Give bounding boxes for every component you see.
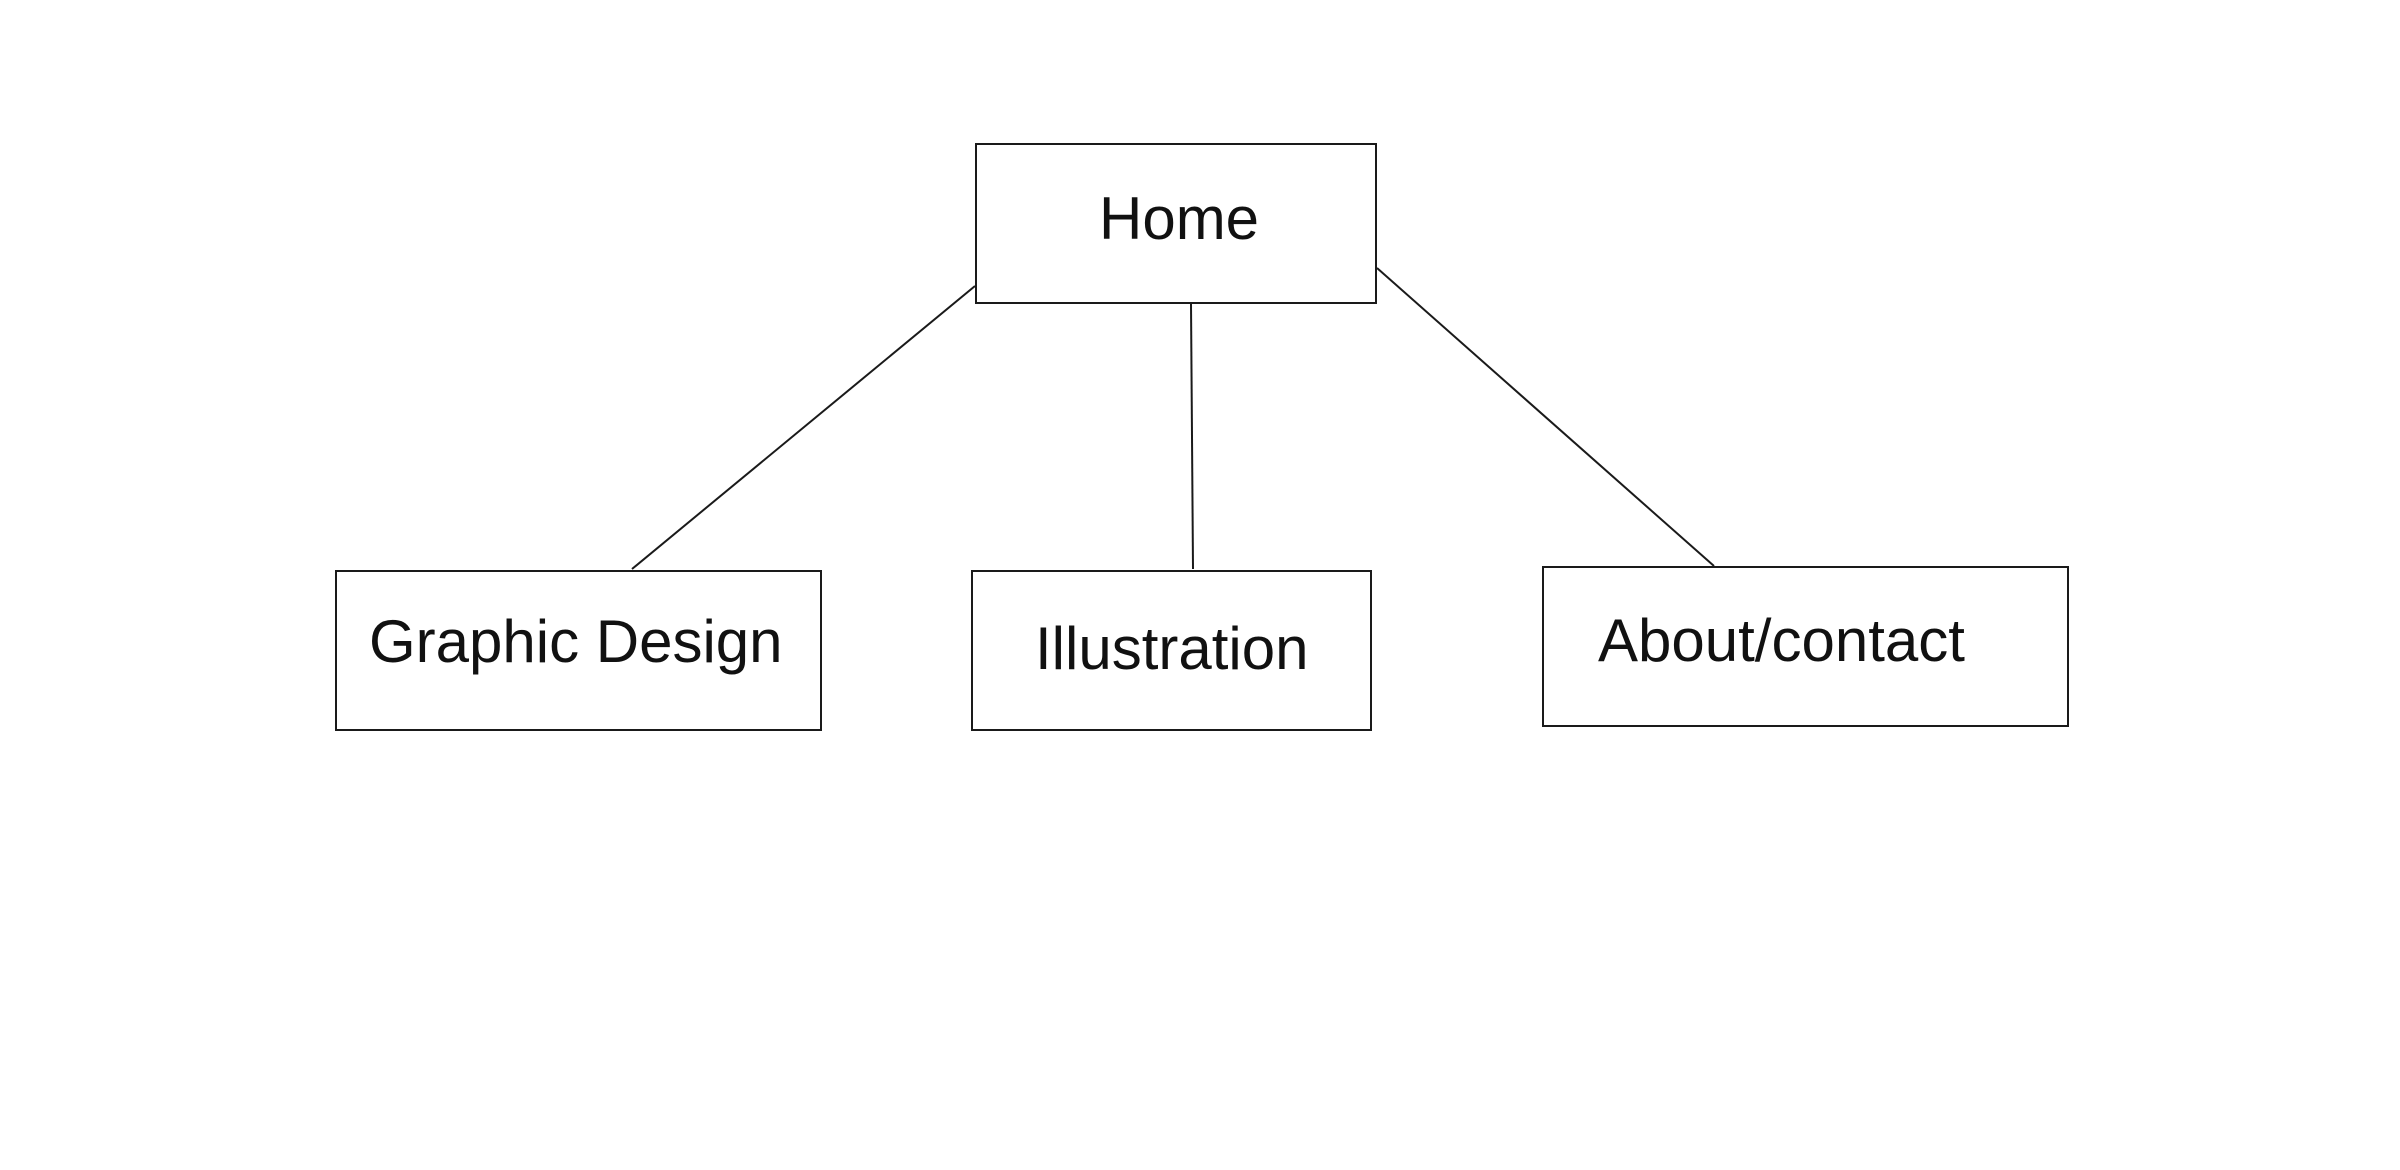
node-about-contact-label: About/contact bbox=[1598, 607, 1965, 674]
node-about-contact: About/contact bbox=[1542, 566, 2069, 727]
connector-home-graphic-design bbox=[631, 285, 976, 570]
connector-home-illustration bbox=[1190, 303, 1194, 570]
node-home: Home bbox=[975, 143, 1377, 304]
node-home-label: Home bbox=[1099, 185, 1260, 252]
connector-home-about-contact bbox=[1376, 267, 1715, 567]
node-graphic-design: Graphic Design bbox=[335, 570, 822, 731]
node-illustration: Illustration bbox=[971, 570, 1372, 731]
node-illustration-label: Illustration bbox=[1035, 615, 1309, 682]
node-graphic-design-label: Graphic Design bbox=[369, 608, 783, 675]
